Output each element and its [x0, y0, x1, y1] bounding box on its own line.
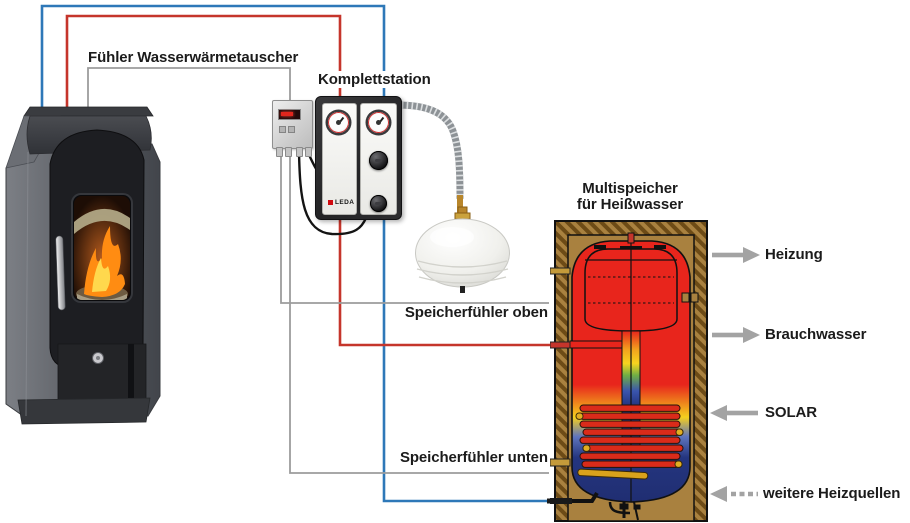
tank-port-return — [550, 498, 572, 504]
tank-right-flange — [690, 292, 699, 303]
return-line-blue — [40, 4, 550, 503]
tank-top-nozzle — [627, 232, 635, 244]
stove-base — [17, 397, 151, 425]
cable-gland — [276, 147, 283, 157]
heizung-arrow — [712, 247, 760, 263]
tank-right-flange — [681, 292, 690, 303]
flex-hose-braid — [396, 101, 464, 200]
cable-gland — [285, 147, 292, 157]
cable-gland — [296, 147, 303, 157]
vessel-ridge — [418, 276, 507, 284]
label-multispeicher-line2: für Heißwasser — [576, 196, 684, 213]
storage-tank — [550, 220, 708, 522]
sensor-line-tank-bottom — [289, 148, 549, 474]
dome-fitting-left — [594, 245, 606, 249]
stove-handle — [55, 235, 66, 311]
connection-arrows — [710, 247, 760, 502]
control-display — [278, 109, 301, 120]
vessel-brass-nut — [454, 212, 471, 220]
brand-logo: LEDA — [328, 199, 354, 206]
control-unit — [272, 100, 313, 157]
solar-arrow — [710, 405, 758, 421]
label-speicherfuehler-unten: Speicherfühler unten — [399, 449, 548, 466]
vessel-ridge — [416, 268, 509, 276]
tank-port-sensor-top — [550, 267, 571, 275]
stove-edge-highlight — [25, 151, 29, 417]
thermometer-gauge-right — [368, 112, 389, 133]
vessel-ridge — [417, 260, 508, 268]
tank-port-sensor-bottom — [550, 458, 571, 467]
stove-side-stripe — [128, 344, 134, 402]
coil-outlet-pipe — [577, 468, 649, 480]
dhw-inlet-pipe — [569, 340, 623, 349]
firebox — [74, 196, 130, 300]
supply-line-red — [65, 14, 557, 347]
vessel-highlight — [430, 227, 474, 247]
brand-text: LEDA — [335, 199, 355, 206]
expansion-vessel — [415, 206, 510, 293]
label-fuehler-wasserwaermetauscher: Fühler Wasserwärmetauscher — [88, 49, 299, 66]
sensor-line-heat-exchanger — [87, 67, 291, 113]
dome-fitting-right — [654, 245, 666, 249]
brauchwasser-arrow — [712, 327, 760, 343]
stove-top-plate — [23, 106, 154, 117]
komplettstation-unit: LEDA — [315, 96, 402, 220]
flex-hose — [396, 101, 464, 200]
control-cable-long — [297, 151, 368, 236]
tank-bottom-pipes — [608, 501, 641, 521]
valve-knob-lower — [370, 195, 387, 212]
label-speicherfuehler-oben: Speicherfühler oben — [404, 304, 548, 321]
label-komplettstation: Komplettstation — [314, 71, 435, 88]
label-multispeicher-line1: Multispeicher — [582, 180, 678, 197]
label-solar: SOLAR — [765, 404, 818, 421]
firebox-steel-band — [74, 208, 130, 234]
label-brauchwasser: Brauchwasser — [765, 326, 867, 343]
station-left-panel: LEDA — [322, 103, 357, 215]
label-weitere-heizquellen: weitere Heizquellen — [763, 485, 901, 502]
weitere-heizquellen-arrow — [710, 486, 758, 502]
return-elbow — [572, 491, 599, 503]
control-unit-face — [272, 100, 313, 149]
pump-knob-upper — [369, 151, 388, 170]
cable-gland — [305, 147, 312, 157]
vessel-bottom-valve — [460, 286, 465, 293]
control-button-1 — [279, 126, 286, 133]
solar-coil — [575, 404, 684, 480]
pellet-stove — [5, 106, 161, 425]
sensor-line-tank-top — [280, 148, 549, 304]
label-heizung: Heizung — [765, 246, 823, 263]
fire-flame-inner — [92, 258, 111, 292]
thermometer-gauge-left — [328, 112, 349, 133]
control-button-2 — [288, 126, 295, 133]
tank-port-supply — [550, 341, 571, 349]
drawer-knob-center — [96, 356, 100, 360]
station-right-panel — [360, 103, 397, 215]
label-multispeicher: Multispeicher für Heißwasser — [550, 181, 710, 213]
